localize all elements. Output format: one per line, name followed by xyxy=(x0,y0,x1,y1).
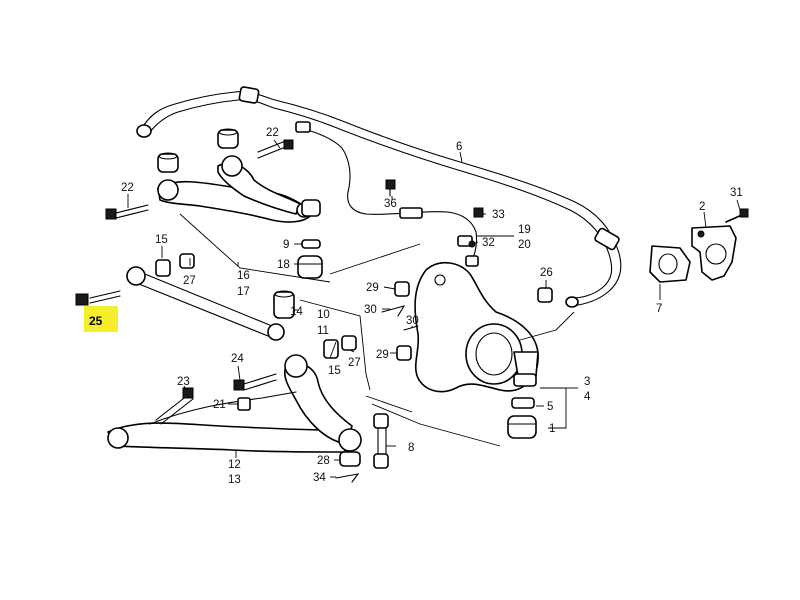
label-29-upper[interactable]: 29 xyxy=(366,282,379,294)
bushing-1[interactable] xyxy=(507,415,537,439)
cap-15-upper[interactable] xyxy=(155,259,171,277)
bolt-31[interactable] xyxy=(725,208,749,223)
dust-boot-5[interactable] xyxy=(511,397,535,409)
label-11[interactable]: 11 xyxy=(317,325,329,337)
wheel-sensor-32[interactable] xyxy=(465,240,479,267)
label-25-highlight xyxy=(84,306,118,332)
label-22-left[interactable]: 22 xyxy=(121,182,134,194)
label-2[interactable]: 2 xyxy=(699,201,705,213)
label-31[interactable]: 31 xyxy=(730,187,743,199)
bolt-22-left[interactable] xyxy=(105,204,149,220)
label-13[interactable]: 13 xyxy=(228,474,241,486)
label-1[interactable]: 1 xyxy=(549,423,555,435)
knuckle[interactable] xyxy=(414,262,539,393)
label-25[interactable]: 25 xyxy=(89,314,103,328)
label-19[interactable]: 19 xyxy=(518,224,531,236)
nut-27-upper[interactable] xyxy=(179,253,195,269)
stabilizer-bracket[interactable] xyxy=(691,225,737,281)
bushing-28[interactable] xyxy=(339,451,361,467)
label-23[interactable]: 23 xyxy=(177,376,190,388)
label-4[interactable]: 4 xyxy=(584,391,591,403)
upper-ball-joint[interactable] xyxy=(301,199,321,217)
label-12[interactable]: 12 xyxy=(228,459,241,471)
clip-34[interactable] xyxy=(335,473,360,483)
bolt-22-upper[interactable] xyxy=(257,139,294,159)
label-24[interactable]: 24 xyxy=(231,353,244,365)
label-14[interactable]: 14 xyxy=(290,306,303,318)
control-rod[interactable] xyxy=(126,266,285,341)
nut-27-lower[interactable] xyxy=(341,335,357,351)
bolt-24[interactable] xyxy=(233,373,277,391)
dust-boot-9[interactable] xyxy=(301,239,321,249)
label-6[interactable]: 6 xyxy=(456,141,462,153)
label-22-upper[interactable]: 22 xyxy=(266,127,279,139)
part-labels: 6 2 31 7 22 22 15 27 9 18 16 17 14 10 11… xyxy=(89,127,743,486)
label-30-b[interactable]: 30 xyxy=(406,315,419,327)
nut-29-upper[interactable] xyxy=(394,281,410,297)
label-27-upper[interactable]: 27 xyxy=(183,275,196,287)
cap-15-lower[interactable] xyxy=(323,339,339,359)
bolt-33[interactable] xyxy=(473,207,484,218)
stabilizer-bushing[interactable] xyxy=(649,245,691,283)
stabilizer-bar[interactable] xyxy=(136,86,622,308)
label-15-upper[interactable]: 15 xyxy=(155,234,168,246)
label-9[interactable]: 9 xyxy=(283,239,289,251)
label-29-lower[interactable]: 29 xyxy=(376,349,389,361)
label-18[interactable]: 18 xyxy=(277,259,290,271)
label-36[interactable]: 36 xyxy=(384,198,397,210)
bushing-14[interactable] xyxy=(273,290,295,319)
leader-lines xyxy=(95,139,741,478)
label-15-lower[interactable]: 15 xyxy=(328,365,341,377)
stabilizer-link[interactable] xyxy=(373,413,389,469)
nut-29-lower[interactable] xyxy=(396,345,412,361)
upper-arm[interactable] xyxy=(157,155,313,223)
label-20[interactable]: 20 xyxy=(518,239,531,251)
label-8[interactable]: 8 xyxy=(408,442,414,454)
bolt-36[interactable] xyxy=(385,179,396,197)
label-17[interactable]: 17 xyxy=(237,286,250,298)
pin-30-b[interactable] xyxy=(403,325,419,331)
label-30-a[interactable]: 30 xyxy=(364,304,377,316)
label-3[interactable]: 3 xyxy=(584,376,590,388)
label-21[interactable]: 21 xyxy=(213,399,226,411)
label-34[interactable]: 34 xyxy=(313,472,326,484)
ball-joint-lower[interactable] xyxy=(513,351,539,387)
lower-arm[interactable] xyxy=(107,354,362,453)
sensor-harness[interactable] xyxy=(295,121,478,263)
label-27-lower[interactable]: 27 xyxy=(348,357,361,369)
label-10[interactable]: 10 xyxy=(317,309,330,321)
label-33[interactable]: 33 xyxy=(492,209,505,221)
bolt-23[interactable] xyxy=(155,387,194,425)
bushing-18[interactable] xyxy=(297,255,323,279)
bushing-upper-center[interactable] xyxy=(217,128,239,149)
label-7[interactable]: 7 xyxy=(656,303,662,315)
bushing-upper-left[interactable] xyxy=(157,152,179,173)
label-28[interactable]: 28 xyxy=(317,455,330,467)
label-32[interactable]: 32 xyxy=(482,237,495,249)
bolt-25[interactable] xyxy=(75,290,121,306)
label-26[interactable]: 26 xyxy=(540,267,553,279)
nut-21[interactable] xyxy=(237,397,251,411)
label-16[interactable]: 16 xyxy=(237,270,250,282)
nut-26[interactable] xyxy=(537,287,553,303)
pin-30-a[interactable] xyxy=(381,305,406,317)
label-5[interactable]: 5 xyxy=(547,401,553,413)
